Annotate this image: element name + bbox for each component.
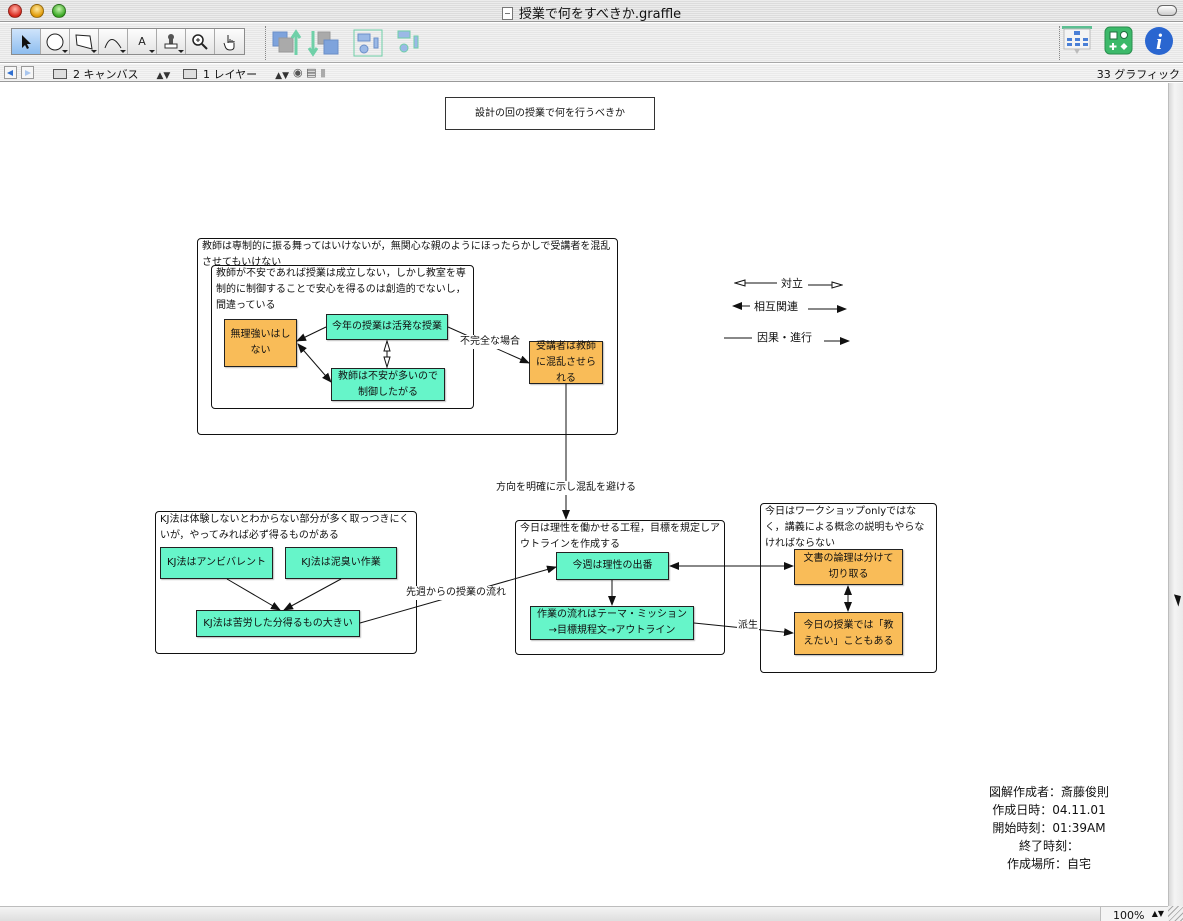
node-active-class[interactable]: 今年の授業は活発な授業: [326, 314, 448, 340]
horizontal-scrollbar[interactable]: [0, 906, 1100, 921]
magnify-tool[interactable]: [186, 29, 215, 54]
node-no-force[interactable]: 無理強いはしない: [224, 319, 297, 367]
window-title-text: 授業で何をすべきか.graffle: [518, 7, 682, 22]
graphics-count: 33 グラフィック: [1096, 68, 1180, 81]
eye-icon[interactable]: ◉: [293, 66, 303, 79]
text-a-icon: A: [138, 35, 146, 48]
stencils-icon[interactable]: [1103, 25, 1135, 57]
hand-tool[interactable]: [215, 29, 244, 54]
zoom-level-value: 100%: [1113, 909, 1145, 921]
node-logic-split[interactable]: 文書の論理は分けて切り取る: [794, 549, 903, 585]
polygon-tool[interactable]: [70, 29, 99, 54]
polygon-icon: [75, 33, 93, 50]
rubber-stamp-icon: [164, 33, 178, 48]
layer-selector[interactable]: 1 レイヤー▲▼: [183, 66, 289, 82]
canvas-icon: [53, 69, 67, 79]
stamp-tool[interactable]: [157, 29, 186, 54]
circle-icon: [46, 33, 64, 50]
node-kj-dirty[interactable]: KJ法は泥臭い作業: [285, 547, 397, 579]
drawing-canvas[interactable]: 設計の回の授業で何を行うべきか 教師は専制的に振る舞ってはいけないが，無関心な親…: [0, 83, 1168, 906]
bring-to-front-icon[interactable]: [270, 28, 304, 58]
credit-date: 作成日時：04.11.01: [992, 803, 1106, 817]
label-incomplete: 不完全な場合: [459, 335, 521, 349]
document-icon: [501, 7, 513, 20]
window-titlebar: 授業で何をすべきか.graffle: [0, 0, 1183, 22]
close-window-button[interactable]: [8, 4, 22, 18]
group-icon[interactable]: [352, 28, 386, 58]
diagram-title-box[interactable]: 設計の回の授業で何を行うべきか: [445, 97, 655, 130]
updown-arrows-icon: ▲▼: [1151, 909, 1164, 918]
forward-arrow-icon[interactable]: [21, 66, 34, 79]
updown-arrows-icon: ▲▼: [156, 71, 171, 81]
shape-tool[interactable]: [41, 29, 70, 54]
legend-conflict: 対立: [779, 275, 805, 291]
group-teacher-balance[interactable]: 教師は専制的に振る舞ってはいけないが，無関心な親のようにほったらかしで受講者を混…: [197, 238, 618, 435]
node-work-flow[interactable]: 作業の流れはテーマ・ミッション→目標規程文→アウトライン: [530, 606, 694, 640]
toolbar-toggle-button[interactable]: [1157, 5, 1177, 16]
toolbar-separator: [265, 26, 266, 60]
resize-grip[interactable]: [1168, 906, 1183, 921]
legend-mutual: 相互関連: [752, 298, 800, 314]
credit-start-time: 開始時刻：01:39AM: [992, 821, 1106, 835]
layer-visibility-icons: ◉ ▤ ▮: [293, 66, 326, 79]
hand-pointer-icon: [223, 34, 234, 51]
svg-text:i: i: [1156, 29, 1163, 54]
credit-place: 作成場所：自宅: [1006, 857, 1091, 871]
credit-end-time: 終了時刻：: [1018, 839, 1079, 853]
toolbar-separator: [1059, 26, 1060, 60]
toolbar: A i: [0, 23, 1183, 63]
lock-icon[interactable]: ▮: [320, 66, 327, 79]
updown-arrows-icon: ▲▼: [275, 71, 290, 81]
info-icon[interactable]: i: [1143, 25, 1175, 57]
legend-causal: 因果・進行: [755, 329, 814, 345]
node-teacher-control[interactable]: 教師は不安が多いので制御したがる: [331, 368, 445, 401]
minimize-window-button[interactable]: [30, 4, 44, 18]
node-want-teach[interactable]: 今日の授業では「教えたい」こともある: [794, 612, 903, 655]
vertical-scrollbar[interactable]: [1168, 83, 1183, 906]
canvas-selector[interactable]: 2 キャンバス▲▼: [53, 66, 170, 82]
text-tool[interactable]: A: [128, 29, 157, 54]
send-to-back-icon[interactable]: [307, 28, 341, 58]
printer-icon[interactable]: ▤: [306, 66, 317, 79]
label-derived: 派生: [737, 619, 759, 633]
tool-palette: A: [11, 28, 245, 55]
label-last-week-flow: 先週からの授業の流れ: [405, 586, 507, 600]
line-tool[interactable]: [99, 29, 128, 54]
layer-icon: [183, 69, 197, 79]
window-title: 授業で何をすべきか.graffle: [0, 3, 1183, 22]
credits-block[interactable]: 図解作成者：斎藤俊則 作成日時：04.11.01 開始時刻：01:39AM 終了…: [985, 783, 1113, 873]
back-arrow-icon[interactable]: [4, 66, 17, 79]
label-direction: 方向を明確に示し混乱を避ける: [495, 481, 637, 495]
layout-hierarchy-icon[interactable]: [1061, 25, 1093, 57]
curve-line-icon: [104, 38, 122, 48]
node-kj-worth[interactable]: KJ法は苦労した分得るもの大きい: [196, 610, 360, 637]
credit-author: 図解作成者：斎藤俊則: [988, 785, 1109, 799]
node-reason-turn[interactable]: 今週は理性の出番: [556, 552, 669, 580]
node-kj-ambivalent[interactable]: KJ法はアンビバレント: [160, 547, 273, 579]
zoom-level-selector[interactable]: 100% ▲▼: [1100, 906, 1168, 921]
align-icon[interactable]: [392, 28, 426, 58]
selection-tool[interactable]: [12, 29, 41, 54]
magnifier-plus-icon: [192, 33, 208, 50]
group-workshop[interactable]: 今日はワークショップonlyではなく，講義による概念の説明もやらなければならない: [760, 503, 937, 673]
zoom-window-button[interactable]: [52, 4, 66, 18]
arrow-cursor-icon: [22, 34, 31, 49]
node-learners-confused[interactable]: 受講者は教師に混乱させられる: [529, 341, 603, 384]
info-bar: 2 キャンバス▲▼ 1 レイヤー▲▼ ◉ ▤ ▮ 33 グラフィック: [0, 64, 1183, 82]
